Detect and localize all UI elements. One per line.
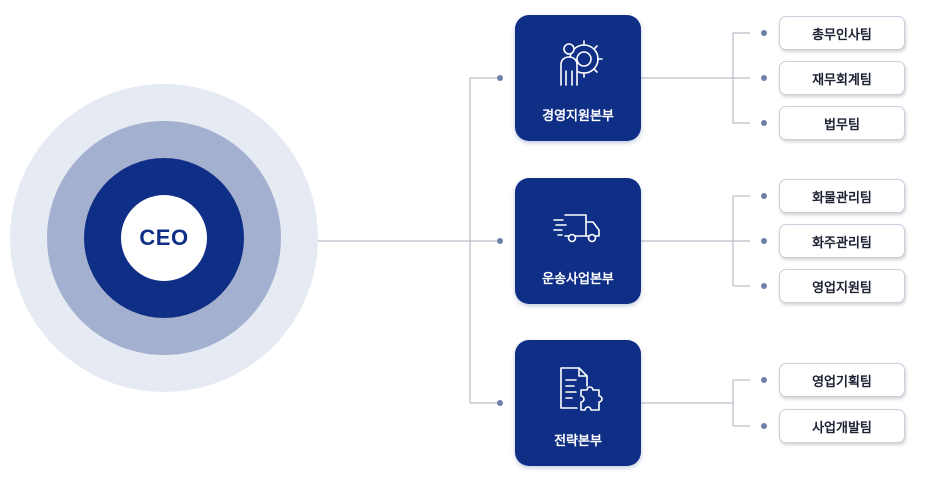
team-box: 법무팀 xyxy=(779,106,905,140)
team-connector-dot xyxy=(761,75,767,81)
team-box: 사업개발팀 xyxy=(779,409,905,443)
division-connector-dot xyxy=(497,400,503,406)
team-box: 화주관리팀 xyxy=(779,224,905,258)
division-label: 전략본부 xyxy=(554,434,602,449)
division-label: 운송사업본부 xyxy=(542,272,614,287)
ceo-node: CEO xyxy=(121,195,207,281)
team-box: 재무회계팀 xyxy=(779,61,905,95)
team-box: 화물관리팀 xyxy=(779,179,905,213)
delivery-truck-icon xyxy=(553,214,600,243)
person-gear-icon xyxy=(560,40,603,86)
team-connector-dot xyxy=(761,120,767,126)
division-connector-dot xyxy=(497,75,503,81)
division-label: 경영지원본부 xyxy=(542,109,614,124)
team-box: 영업기획팀 xyxy=(779,363,905,397)
document-puzzle-icon xyxy=(560,367,603,411)
team-box: 총무인사팀 xyxy=(779,16,905,50)
division-connector-dot xyxy=(497,238,503,244)
team-connector-dot xyxy=(761,377,767,383)
team-connector-dot xyxy=(761,238,767,244)
division-transport-business: 운송사업본부 xyxy=(515,178,641,304)
team-connector-dot xyxy=(761,30,767,36)
team-connector-dot xyxy=(761,193,767,199)
division-strategy: 전략본부 xyxy=(515,340,641,466)
team-connector-dot xyxy=(761,423,767,429)
division-management-support: 경영지원본부 xyxy=(515,15,641,141)
team-connector-dot xyxy=(761,283,767,289)
team-box: 영업지원팀 xyxy=(779,269,905,303)
